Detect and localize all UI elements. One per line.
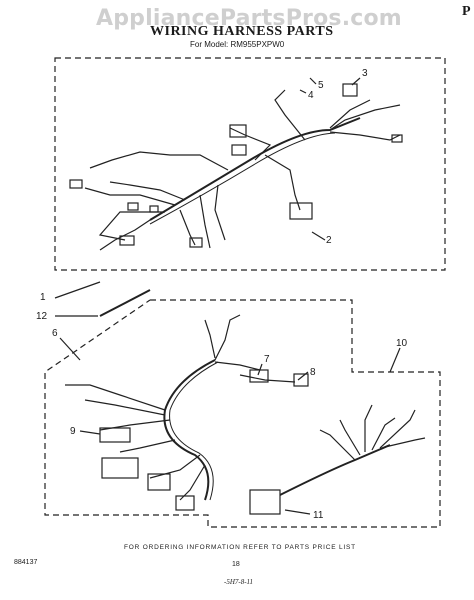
callout-12: 12 — [36, 311, 48, 322]
callout-4: 4 — [308, 90, 314, 101]
page-title: WIRING HARNESS PARTS — [150, 24, 334, 39]
callout-2: 2 — [326, 235, 332, 246]
callout-6: 6 — [52, 328, 58, 339]
callout-3: 3 — [362, 68, 368, 79]
callout-5: 5 — [318, 80, 324, 91]
model-line: For Model: RM955PXPW0 — [190, 40, 285, 49]
watermark: AppliancePartsPros.com — [96, 6, 402, 31]
footer-note: FOR ORDERING INFORMATION REFER TO PARTS … — [124, 544, 356, 551]
callout-10: 10 — [396, 338, 408, 349]
part-10-harness — [279, 444, 391, 496]
callout-8: 8 — [310, 367, 316, 378]
part-12-wire — [99, 289, 151, 317]
lower-harness-trunk — [163, 359, 216, 501]
callout-11: 11 — [313, 510, 324, 521]
callout-9: 9 — [70, 426, 76, 437]
callout-7: 7 — [264, 354, 270, 365]
lower-box-outline — [44, 299, 441, 528]
upper-box-outline — [54, 57, 446, 271]
page-number: 18 — [232, 561, 240, 568]
upper-harness-trunk — [149, 117, 361, 221]
doc-number: 884137 — [14, 559, 38, 566]
corner-mark: P — [462, 4, 471, 19]
bottom-code: -5H7-8-11 — [224, 578, 254, 586]
callout-1: 1 — [40, 292, 46, 303]
